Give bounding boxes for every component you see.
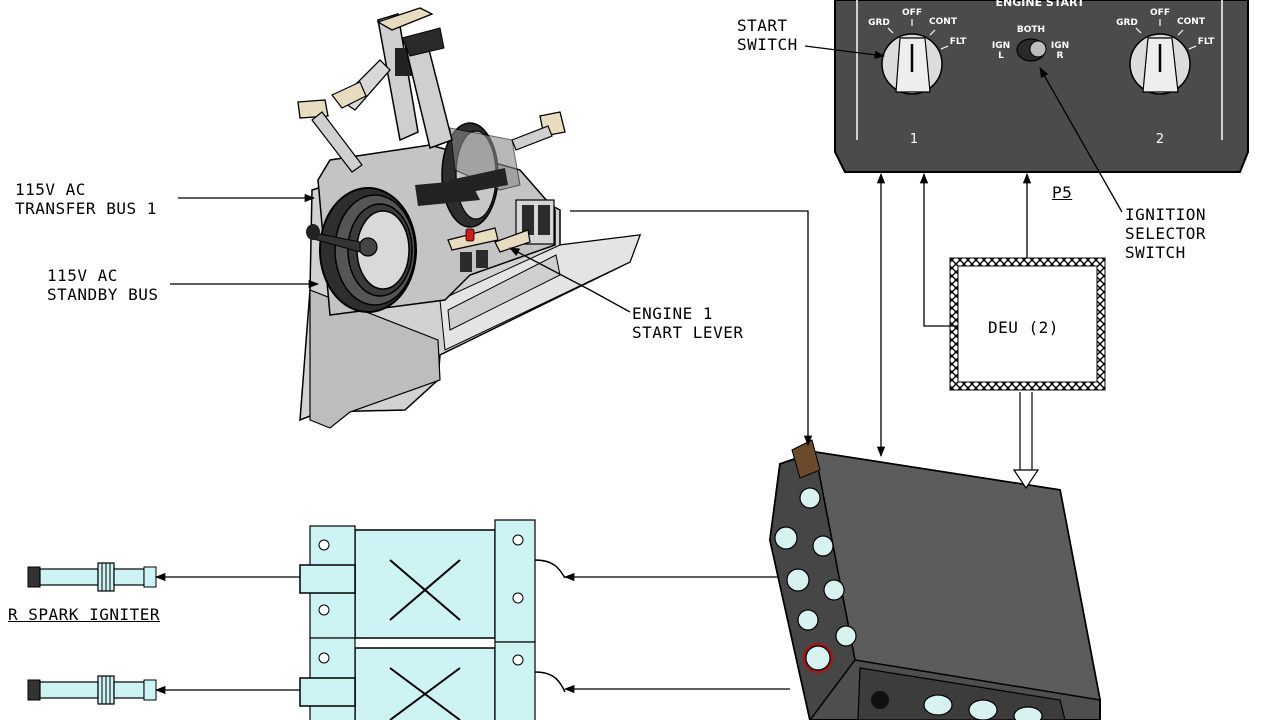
p5-label: P5 [1052,183,1073,202]
connection-lines [154,45,1123,695]
transfer-bus-label: 115V AC TRANSFER BUS 1 [15,180,157,218]
spark-igniter-upper [27,562,157,592]
switch1-pos-grd: GRD [868,18,890,28]
deu-box [949,257,1106,391]
start-switch-1[interactable]: GRD OFF CONT FLT 1 [868,8,967,147]
engine1-start-lever-label: ENGINE 1 START LEVER [632,304,744,342]
ign-pos-left-l: L [998,51,1004,61]
switch1-pos-flt: FLT [950,37,967,47]
ign-pos-both: BOTH [1017,25,1045,35]
switch1-number: 1 [910,132,918,147]
start-switch-label: START SWITCH [737,16,798,54]
ign-pos-left: IGN [992,41,1010,51]
ignition-exciter-box [768,439,1101,720]
start-switch-2[interactable]: GRD OFF CONT FLT 2 [1116,8,1215,147]
ignition-selector-switch[interactable]: BOTH IGN L IGN R [992,25,1069,62]
ign-pos-right: IGN [1051,41,1069,51]
switch1-pos-off: OFF [902,8,922,18]
switch2-number: 2 [1156,132,1164,147]
throttle-quadrant-illustration [297,7,642,429]
ignition-selector-label: IGNITION SELECTOR SWITCH [1125,205,1207,262]
panel-title: ENGINE START [996,0,1085,9]
switch2-pos-flt: FLT [1198,37,1215,47]
switch2-pos-off: OFF [1150,8,1170,18]
igniter-exciter-units [299,519,566,720]
switch2-pos-grd: GRD [1116,18,1138,28]
switch2-pos-cont: CONT [1177,17,1206,27]
ign-pos-right-r: R [1057,51,1064,61]
switch1-pos-cont: CONT [929,17,958,27]
exciter-upper [299,519,566,643]
engine-start-panel: ENGINE START GRD OFF CONT FLT 1 BOTH IGN… [834,0,1249,173]
standby-bus-label: 115V AC STANDBY BUS [47,266,159,304]
spark-igniter-lower [27,675,157,705]
deu-to-exciter-link [1012,392,1040,490]
r-spark-igniter-label: R SPARK IGNITER [8,605,160,624]
exciter-lower [299,637,566,720]
deu-label: DEU (2) [988,318,1059,337]
